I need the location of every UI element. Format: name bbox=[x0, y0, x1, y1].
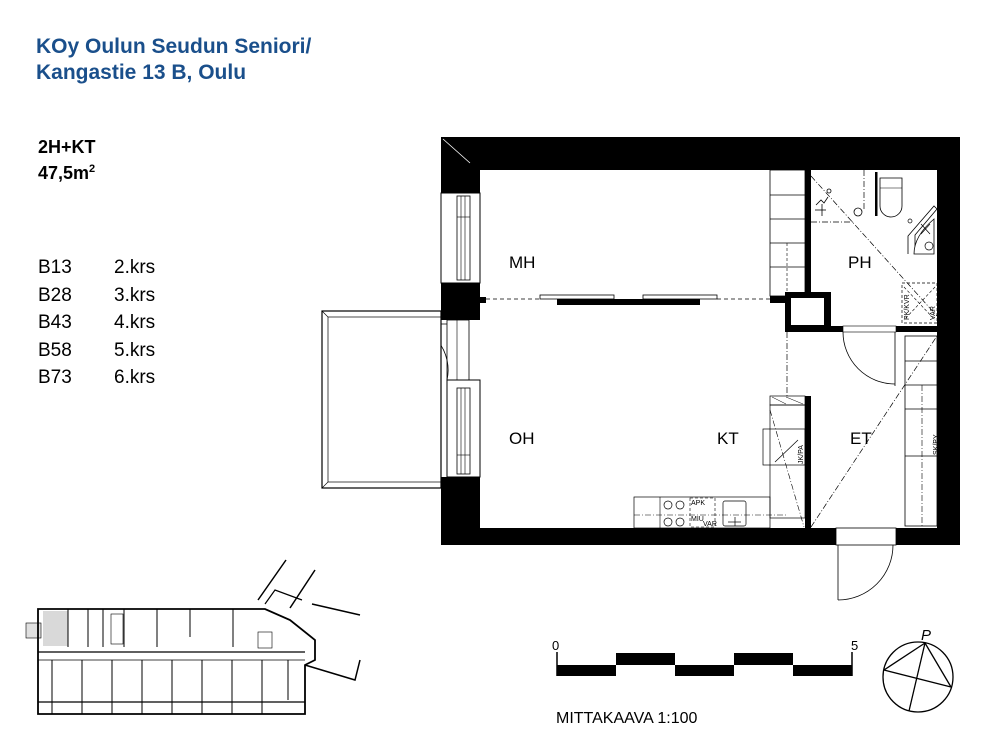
unit-code: B58 bbox=[38, 339, 72, 361]
scale-bar: 0 5 bbox=[552, 638, 858, 676]
room-label-et: ET bbox=[850, 429, 872, 448]
unit-code: B73 bbox=[38, 367, 72, 388]
wall-kt-et bbox=[805, 396, 811, 532]
project-name: KOy Oulun Seudun Seniori/ bbox=[36, 35, 312, 58]
sliding-partition bbox=[480, 294, 788, 305]
label-var-kt: VAR bbox=[703, 521, 717, 528]
kitchen-units: JK/PA APK MIU VAR bbox=[633, 395, 806, 529]
label-apk: APK bbox=[691, 500, 705, 507]
unit-list: B13 2.krs B28 3.krs B43 4.krs B58 5.krs B73 6… bbox=[38, 254, 155, 392]
room-label-kt: KT bbox=[717, 429, 739, 448]
wall-left-bottom bbox=[441, 477, 480, 545]
apartment-plan: PK/KVR VAR SK/PY JK/PA bbox=[321, 137, 960, 601]
door-ph-opening bbox=[842, 325, 897, 333]
wall-bottom-right bbox=[896, 528, 960, 545]
unit-floor: 6.krs bbox=[114, 367, 156, 388]
wardrobe-mh bbox=[769, 169, 806, 297]
scale-end-label: 5 bbox=[851, 638, 858, 653]
wall-ph-left bbox=[805, 170, 811, 295]
unit-row: B28 3.krs bbox=[38, 282, 155, 310]
label-skpy: SK/PY bbox=[933, 434, 940, 455]
room-label-oh: OH bbox=[509, 429, 535, 448]
door-ph bbox=[842, 331, 896, 385]
unit-row: B73 6.krs bbox=[38, 364, 155, 392]
label-jkpa: JK/PA bbox=[798, 445, 805, 464]
unit-row: B13 2.krs bbox=[38, 254, 155, 282]
area-value: 47,5m bbox=[38, 163, 90, 183]
label-var-ph: VAR bbox=[930, 306, 937, 320]
wardrobe-et: SK/PY bbox=[904, 335, 940, 527]
wall-bottom-left bbox=[441, 528, 836, 545]
apartment-info: 2H+KT 47,5m2 bbox=[38, 136, 96, 184]
wall-left-top bbox=[441, 137, 480, 193]
highlighted-apartment bbox=[43, 611, 68, 646]
apartment-type: 2H+KT bbox=[38, 137, 96, 157]
wall-left-mid bbox=[441, 283, 480, 320]
unit-floor: 4.krs bbox=[114, 312, 156, 333]
bathroom-fixtures: PK/KVR VAR bbox=[810, 170, 938, 324]
unit-code: B43 bbox=[38, 312, 72, 333]
unit-row: B43 4.krs bbox=[38, 309, 155, 337]
unit-row: B58 5.krs bbox=[38, 337, 155, 365]
window-mh bbox=[440, 192, 481, 284]
room-label-ph: PH bbox=[848, 253, 872, 272]
shaft bbox=[785, 292, 831, 332]
unit-code: B28 bbox=[38, 284, 72, 306]
et-swing-line bbox=[810, 335, 938, 528]
unit-floor: 3.krs bbox=[114, 284, 156, 306]
compass-north-label: P bbox=[921, 627, 931, 644]
apartment-area: 47,5m2 bbox=[38, 158, 96, 184]
scale-start-label: 0 bbox=[552, 638, 559, 653]
label-pkkvr: PK/KVR bbox=[904, 294, 911, 320]
area-unit-sup: 2 bbox=[89, 163, 96, 175]
scale-title: MITTAKAAVA 1:100 bbox=[556, 710, 698, 727]
wall-right bbox=[937, 137, 960, 545]
north-arrow-icon: P bbox=[882, 627, 954, 713]
balcony bbox=[321, 310, 442, 489]
project-title: KOy Oulun Seudun Seniori/ Kangastie 13 B… bbox=[36, 34, 311, 86]
label-miu: MIU bbox=[691, 516, 704, 523]
unit-floor: 2.krs bbox=[114, 257, 156, 278]
room-label-mh: MH bbox=[509, 253, 535, 272]
unit-floor: 5.krs bbox=[114, 339, 156, 361]
entrance-door bbox=[835, 527, 897, 601]
unit-code: B13 bbox=[38, 257, 72, 278]
wall-top bbox=[441, 137, 960, 170]
key-plan bbox=[25, 559, 361, 715]
project-address: Kangastie 13 B, Oulu bbox=[36, 61, 247, 84]
window-oh bbox=[446, 379, 481, 478]
